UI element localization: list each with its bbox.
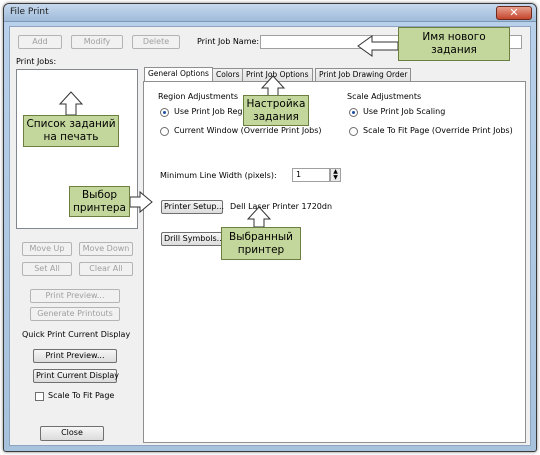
selected-printer-name: Dell Laser Printer 1720dn (230, 202, 333, 211)
use-print-job-scaling-radio[interactable] (349, 108, 358, 117)
use-print-job-region-label: Use Print Job Region (174, 107, 255, 116)
callout-text: принтера (73, 201, 126, 214)
callout-text: Имя нового (422, 31, 486, 43)
callout-printer-choice: Выбор принтера (69, 186, 130, 217)
move-down-button[interactable]: Move Down (79, 242, 133, 256)
scale-to-fit-label: Scale To Fit Page (48, 391, 115, 400)
tab-print-job-options[interactable]: Print Job Options (242, 68, 313, 81)
add-button[interactable]: Add (18, 35, 62, 49)
window-title: File Print (10, 7, 49, 17)
callout-selected-printer: Выбранный принтер (221, 227, 301, 260)
printer-setup-button[interactable]: Printer Setup... (161, 200, 224, 214)
generate-printouts-button[interactable]: Generate Printouts (30, 307, 120, 321)
scale-to-fit-page-radio[interactable] (349, 127, 358, 136)
use-print-job-region-radio[interactable] (160, 108, 169, 117)
min-line-width-label: Minimum Line Width (pixels): (160, 171, 277, 180)
window-close-icon[interactable]: ✕ (496, 6, 532, 20)
arrow-right-icon (129, 190, 153, 214)
callout-text: Список заданий (26, 118, 116, 130)
arrow-up-icon (260, 75, 286, 97)
print-jobs-label: Print Jobs: (16, 57, 57, 66)
callout-text: на печать (43, 131, 99, 143)
callout-text: Выбранный (229, 230, 293, 243)
move-up-button[interactable]: Move Up (22, 242, 72, 256)
callout-text: Выбор (81, 188, 118, 201)
close-button[interactable]: Close (40, 426, 104, 441)
region-adjustments-title: Region Adjustments (158, 92, 239, 101)
scale-to-fit-page-label: Scale To Fit Page (Override Print Jobs) (363, 126, 513, 135)
arrow-left-icon (357, 35, 399, 57)
tab-print-job-drawing-order[interactable]: Print Job Drawing Order (315, 68, 412, 81)
modify-button[interactable]: Modify (71, 35, 123, 49)
clear-all-button[interactable]: Clear All (79, 262, 133, 276)
arrow-up-icon (246, 206, 272, 228)
general-options-panel: Region Adjustments Use Print Job Region … (143, 81, 526, 443)
quick-print-label: Quick Print Current Display (22, 330, 131, 339)
title-bar[interactable]: File Print ✕ (4, 4, 536, 22)
callout-new-job-name: Имя нового задания (398, 27, 510, 61)
scale-adjustments-title: Scale Adjustments (347, 92, 422, 101)
callout-job-list: Список заданий на печать (23, 115, 119, 147)
scale-to-fit-checkbox[interactable] (35, 392, 44, 401)
current-window-label: Current Window (Override Print Jobs) (174, 126, 322, 135)
print-preview-disabled-button[interactable]: Print Preview... (30, 289, 120, 303)
callout-job-setup: Настройка задания (243, 95, 309, 126)
quick-print-preview-button[interactable]: Print Preview... (33, 349, 117, 363)
min-line-width-input[interactable]: 1 (292, 168, 330, 182)
callout-text: принтер (237, 243, 285, 256)
set-all-button[interactable]: Set All (22, 262, 72, 276)
callout-text: задания (253, 110, 299, 123)
print-job-name-label: Print Job Name: (197, 37, 260, 46)
print-current-display-button[interactable]: Print Current Display (33, 369, 119, 383)
current-window-radio[interactable] (160, 127, 169, 136)
delete-button[interactable]: Delete (132, 35, 180, 49)
callout-text: задания (431, 44, 477, 56)
use-print-job-scaling-label: Use Print Job Scaling (363, 107, 446, 116)
callout-text: Настройка (246, 97, 306, 110)
line-width-spinner[interactable]: ▲▼ (330, 168, 341, 182)
arrow-up-icon (58, 91, 84, 116)
